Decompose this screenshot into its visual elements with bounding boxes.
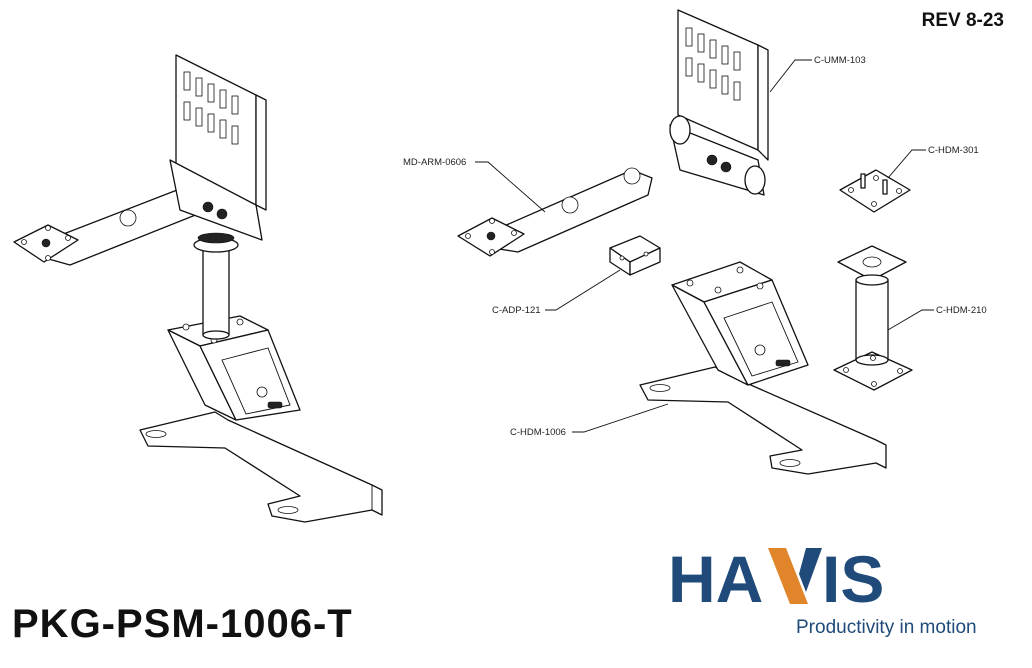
logo-wordmark-left: HA [668,542,763,616]
part-md-arm-0606 [457,167,653,257]
callout-c-hdm-1006: C-HDM-1006 [510,403,669,438]
page-title: PKG-PSM-1006-T [12,602,353,646]
assembled-monitor-mount [169,54,267,241]
part-c-umm-103 [669,9,769,196]
callout-c-umm-103: C-UMM-103 [769,55,866,93]
assembled-pole [193,232,239,340]
assembled-base-plate [139,411,383,523]
svg-text:C-HDM-301: C-HDM-301 [928,145,979,156]
callout-md-arm-0606: MD-ARM-0606 [403,157,546,213]
logo-v-mark [768,548,808,604]
assembled-pedestal [167,315,301,421]
logo-wordmark-right: IS [822,542,884,616]
svg-text:C-HDM-210: C-HDM-210 [936,305,987,316]
part-c-hdm-301 [839,169,911,213]
svg-text:C-UMM-103: C-UMM-103 [814,55,866,66]
logo-tagline: Productivity in motion [796,617,977,638]
assembled-mount [13,54,383,523]
revision-label: REV 8-23 [921,10,1004,31]
logo-v-mark-right [799,548,822,592]
havis-logo: HA IS Productivity in motion [668,542,977,638]
svg-text:MD-ARM-0606: MD-ARM-0606 [403,157,466,168]
callout-c-hdm-301: C-HDM-301 [887,145,979,179]
callout-c-adp-121: C-ADP-121 [492,269,621,316]
part-c-hdm-210 [833,245,913,391]
callout-c-hdm-210: C-HDM-210 [887,305,987,331]
svg-text:C-ADP-121: C-ADP-121 [492,305,541,316]
part-c-adp-121 [609,235,661,276]
svg-text:C-HDM-1006: C-HDM-1006 [510,427,566,438]
part-c-hdm-1006 [639,261,887,475]
